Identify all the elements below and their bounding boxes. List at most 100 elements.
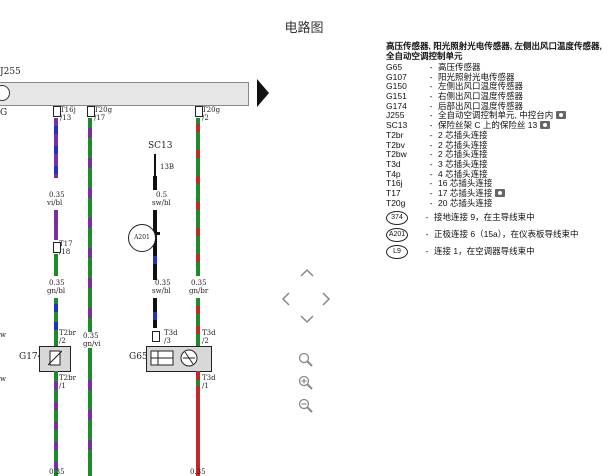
legend-desc: 3 芯插头连接 [438, 158, 488, 169]
t20g-b-pin-box [195, 106, 203, 117]
t3d-b-label: T3d [202, 329, 216, 337]
wire-color-label: sw/bl [152, 287, 171, 295]
sc13-pin: 13B [160, 163, 175, 171]
wire-sw-bl [153, 210, 157, 280]
wire-stripe [196, 254, 200, 262]
wire-stripe [196, 176, 200, 184]
t17-label: T17 [59, 240, 73, 248]
t2br-bot-label: T2br [59, 374, 76, 382]
pan-right-button[interactable] [320, 290, 332, 308]
legend-item: T16j-16 芯插头连接 [386, 178, 608, 189]
wire-vi-bl [54, 210, 58, 240]
legend-desc: 高压传感器 [438, 62, 481, 72]
wire-size-label: 0.35 [155, 279, 171, 287]
t16j-pin: /13 [60, 114, 72, 122]
connection-tag[interactable]: 374 [386, 211, 408, 226]
t20g-b-pin: /2 [202, 114, 209, 122]
wire-stripe [54, 442, 58, 450]
legend-code: T20g [386, 197, 406, 208]
wire-stripe [88, 410, 92, 420]
legend-item: G65 -高压传感器 [386, 62, 608, 73]
legend-dash: - [429, 120, 433, 131]
wire-size-label: 0.35 [191, 279, 207, 287]
legend-item: G107-阳光照射光电传感器 [386, 71, 608, 83]
legend-item: J255-全自动空调控制单元, 中控台内 [386, 111, 608, 121]
t20g-b-label: T20g [202, 106, 221, 114]
wire-left-label: w [0, 375, 6, 383]
a201-connection[interactable]: A201 [128, 224, 156, 252]
legend-desc: 2 芯插头连接 [438, 149, 488, 160]
wire-stripe [196, 228, 200, 236]
component-legend: 高压传感器, 阳光照射光电传感器, 左侧出风口温度传感器, 全自动空调控制单元 … [386, 41, 608, 260]
page-title: 电路图 [284, 21, 324, 36]
wire-size-label: 0.35 [49, 468, 65, 476]
wire-stripe [54, 382, 58, 390]
camera-icon[interactable] [540, 121, 551, 130]
t3d-a-label: T3d [164, 329, 178, 337]
legend-dash: - [429, 197, 433, 208]
legend-desc: 后部出风口温度传感器 [438, 100, 524, 111]
wire-stripe [88, 308, 92, 318]
wire-stripe [196, 306, 200, 314]
zoom-in-button[interactable] [298, 375, 314, 391]
legend-code: T16j [386, 178, 403, 189]
t17-pin-box [53, 242, 61, 253]
legend-dash: - [425, 246, 429, 257]
legend-item: G174-后部出风口温度传感器 [386, 100, 608, 112]
connection-tag[interactable]: L9 [386, 245, 408, 260]
wire-gn-br [196, 118, 200, 276]
zoom-out-button[interactable] [298, 398, 314, 414]
wire-gn-bl [54, 254, 58, 276]
wire-stripe [54, 402, 58, 410]
legend-code: G65 [386, 62, 403, 72]
camera-icon[interactable] [495, 188, 506, 197]
legend-desc: 左侧出风口温度传感器 [438, 81, 524, 92]
wire-color-label: vi/bl [47, 199, 63, 207]
pan-left-button[interactable] [280, 290, 292, 308]
legend-dash: - [429, 62, 433, 72]
legend-desc: 阳光照射光电传感器 [438, 71, 515, 82]
legend-title: 高压传感器, 阳光照射光电传感器, 左侧出风口温度传感器, 全自动空调控制单元 [386, 41, 602, 61]
wire-color-label: gn/bl [47, 287, 66, 295]
wire-left-label: w [0, 331, 6, 339]
legend-item: T2bw-2 芯插头连接 [386, 149, 608, 160]
pan-down-button[interactable] [298, 313, 316, 325]
zoom-fit-button[interactable] [298, 352, 314, 368]
t16j-pin-box [53, 106, 61, 117]
t16j-label: T16j [60, 106, 76, 114]
legend-code: T2bv [386, 139, 405, 150]
thermistor-icon [48, 350, 62, 366]
wire-gn-br [196, 298, 200, 346]
t17-pin: /18 [59, 248, 71, 256]
legend-code: G107 [386, 71, 407, 82]
legend-item: G150-左侧出风口温度传感器 [386, 82, 608, 92]
wire-stripe [54, 462, 58, 470]
continue-arrow-icon[interactable] [257, 79, 269, 107]
legend-desc: 接地连接 9，在主导线束中 [434, 212, 535, 223]
j255-label: J255 [0, 67, 21, 77]
wire-stripe [196, 202, 200, 210]
wire-stripe [88, 278, 92, 288]
legend-desc: 20 芯插头连接 [438, 197, 493, 208]
legend-item: T4p-4 芯插头连接 [386, 168, 608, 180]
legend-dash: - [429, 110, 433, 121]
wire-size-label: 0.35 [83, 332, 99, 340]
legend-desc: 全自动空调控制单元, 中控台内 [438, 111, 608, 121]
legend-dash: - [429, 129, 433, 140]
legend-desc: 4 芯插头连接 [438, 168, 488, 179]
legend-item: T20g -20 芯插头连接 [386, 197, 608, 209]
g-label: G [0, 108, 8, 118]
camera-icon[interactable] [556, 111, 567, 120]
legend-connection-item: L9-连接 1，在空调器导线束中 [386, 244, 608, 260]
wire-sw-bl [153, 176, 157, 190]
legend-item: T17-17 芯插头连接 [386, 188, 608, 199]
legend-code: SC13 [386, 120, 408, 131]
t3d-b-pin: /2 [202, 337, 209, 345]
connection-tag[interactable]: A201 [386, 228, 408, 243]
legend-dash: - [429, 168, 433, 179]
wire-stripe [54, 126, 58, 134]
legend-item: T2br-2 芯插头连接 [386, 129, 608, 141]
t20g-a-pin: /17 [94, 114, 106, 122]
pan-up-button[interactable] [298, 267, 316, 279]
